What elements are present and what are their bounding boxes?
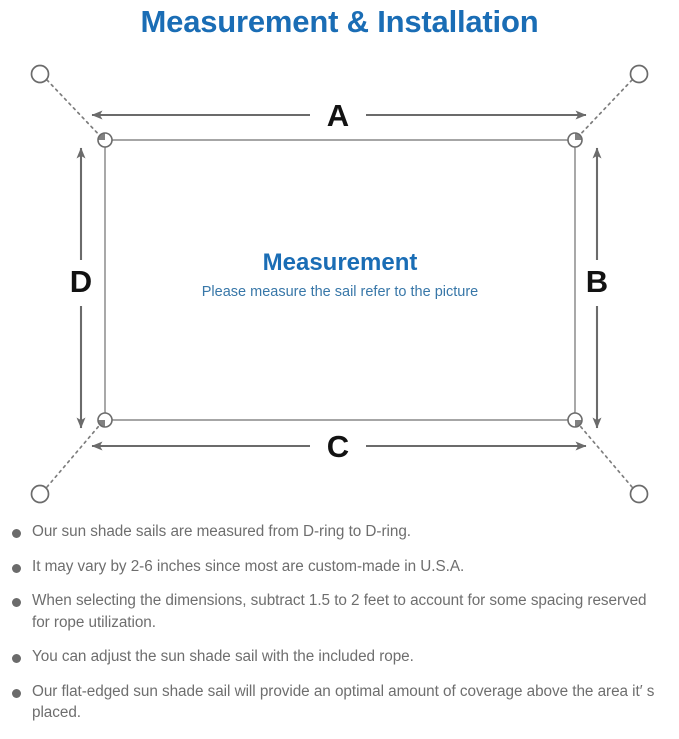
anchor-rings-group [30,64,649,504]
note-text: You can adjust the sun shade sail with t… [32,648,414,665]
note-text: It may vary by 2-6 inches since most are… [32,557,465,575]
anchor-ring-top-right [629,64,649,84]
sail-body-outline [104,139,576,421]
anchor-ring-top-left [30,64,50,84]
dimension-label-b: B [586,264,608,299]
dimension-arrow-d: D [70,147,92,429]
dimension-arrow-a: A [91,98,587,133]
anchor-ring-bottom-left [30,484,50,504]
rope-lines-group [46,79,633,488]
bullet-icon [12,529,21,538]
bullet-icon [12,688,21,698]
list-item: Our flat-edged sun shade sail will provi… [0,681,679,724]
d-rings-group [97,132,583,428]
dimension-label-a: A [327,98,349,133]
bullet-icon [12,654,21,663]
list-item: It may vary by 2-6 inches since most are… [0,556,679,578]
note-text: Our sun shade sails are measured from D-… [32,523,411,540]
list-item: You can adjust the sun shade sail with t… [0,646,679,668]
anchor-ring-bottom-right [629,484,649,504]
dimension-label-d: D [70,264,92,299]
note-text: When selecting the dimensions, subtract … [32,592,647,631]
dimension-arrow-b: B [586,147,608,429]
rope-line-top-left [46,79,105,141]
dimension-arrow-c: C [91,429,587,464]
note-text: Our flat-edged sun shade sail will provi… [32,682,655,722]
rope-line-bottom-left [46,419,105,488]
list-item: When selecting the dimensions, subtract … [0,590,679,633]
rope-line-bottom-right [574,419,633,488]
diagram-canvas: A C D B Measurement Please measure the s… [30,64,649,504]
diagram-center-title: Measurement [263,249,418,276]
diagram-center-subtitle: Please measure the sail refer to the pic… [202,284,478,300]
dimension-label-c: C [327,429,349,464]
bullet-icon [12,563,21,573]
rope-line-top-right [574,79,633,141]
page-title: Measurement & Installation [140,4,539,39]
list-item: Our sun shade sails are measured from D-… [0,521,679,543]
notes-list: Our sun shade sails are measured from D-… [0,521,679,737]
bullet-icon [12,598,21,607]
sail-measurement-diagram: A C D B Measurement Please measure the s… [0,48,679,513]
